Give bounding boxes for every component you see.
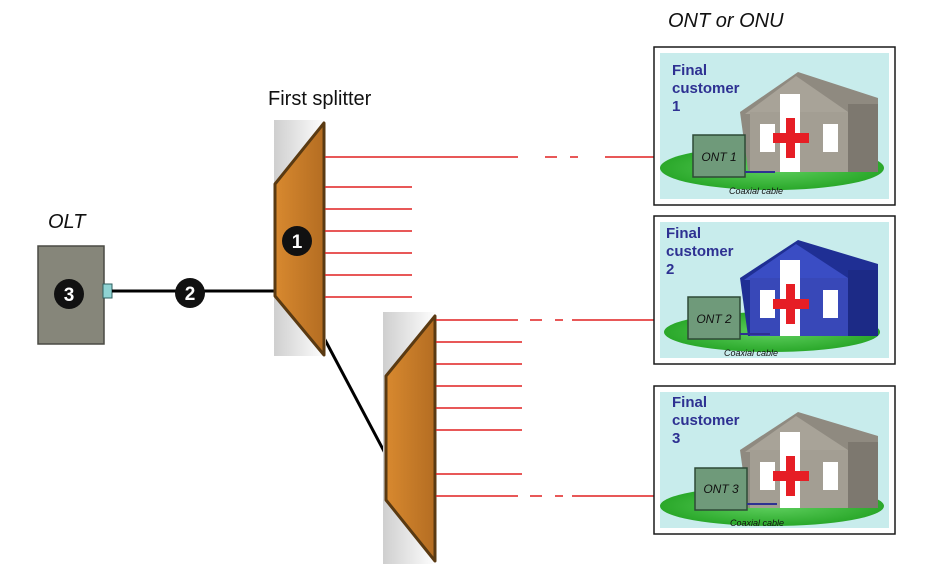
customer-2-line3: 2	[666, 261, 674, 278]
customer-3-line2: customer	[672, 412, 740, 429]
ont-3-label: ONT 3	[703, 482, 739, 496]
first-splitter-label: First splitter	[268, 88, 372, 110]
ont-box-3	[694, 467, 748, 511]
customer-2-line1: Final	[666, 225, 701, 242]
olt-label: OLT	[48, 211, 87, 233]
coax-1-label: Coaxial cable	[729, 186, 783, 196]
grey-house-icon	[740, 72, 878, 172]
ont-1-label: ONT 1	[701, 150, 736, 164]
splitter-number-marker: 1	[282, 226, 312, 256]
first-splitter-outputs	[325, 156, 693, 298]
customer-1-line2: customer	[672, 80, 740, 97]
second-splitter-outputs	[436, 319, 695, 497]
customer-3-line3: 3	[672, 430, 680, 447]
ont-2-label: ONT 2	[696, 312, 732, 326]
splitter-link-fiber	[321, 335, 388, 456]
customer-1-line1: Final	[672, 62, 707, 79]
ont-box-1	[692, 134, 746, 178]
fiber-number-marker: 2	[175, 278, 205, 308]
grey-house-icon	[740, 412, 878, 508]
second-splitter	[383, 312, 437, 564]
customer-1-line3: 1	[672, 98, 680, 115]
ont-onu-label: ONT or ONU	[668, 10, 784, 32]
svg-text:1: 1	[292, 232, 303, 253]
coax-3-label: Coaxial cable	[730, 518, 784, 528]
customer-3-line1: Final	[672, 394, 707, 411]
customer-panel-2: Final customer 2 ONT 2 Coaxial cable	[653, 215, 896, 365]
customer-panel-3: Final customer 3 ONT 3 Coaxial cable	[653, 385, 896, 535]
blue-house-icon	[740, 240, 878, 336]
customer-panel-1: Final customer 1 ONT 1 Coaxial cable	[653, 46, 896, 206]
ont-box-2	[687, 296, 741, 340]
coax-2-label: Coaxial cable	[724, 348, 778, 358]
olt-number-marker: 3	[54, 279, 84, 309]
customer-2-line2: customer	[666, 243, 734, 260]
svg-text:3: 3	[64, 285, 75, 306]
svg-text:2: 2	[185, 284, 196, 305]
